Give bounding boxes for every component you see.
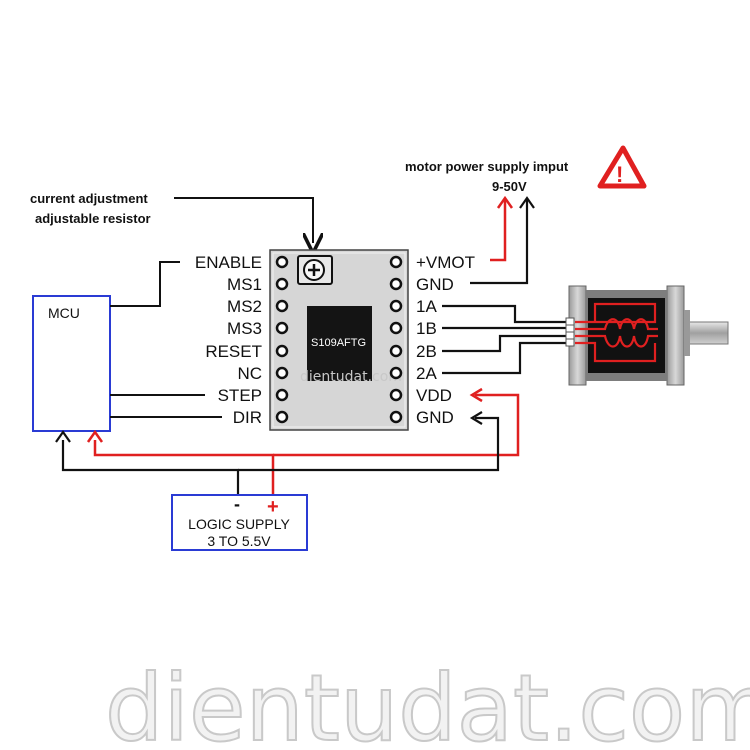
pin-label-ms3: MS3 (227, 319, 262, 338)
logic-supply-title: LOGIC SUPPLY (188, 516, 290, 532)
pin-label-nc: NC (237, 364, 262, 383)
mcu-box (32, 295, 111, 432)
mcu-label: MCU (48, 305, 80, 321)
vmot-wire (490, 200, 507, 262)
pin-label-reset: RESET (205, 342, 262, 361)
mcu-gnd-arrow (55, 430, 71, 443)
pin-pad-1b (389, 321, 403, 335)
mcu-vcc-arrow (86, 429, 104, 443)
pin-pad-gnd (389, 410, 403, 424)
left-pin-labels: ENABLE MS1 MS2 MS3 RESET NC STEP DIR (195, 253, 262, 427)
watermark-large: dientudat.com (105, 655, 750, 750)
pin-pad-vdd (389, 388, 403, 402)
pin-label-1a: 1A (416, 297, 437, 316)
vdd-wire (273, 393, 520, 457)
pin-pad-2a (389, 366, 403, 380)
left-pin-pads (275, 255, 289, 424)
pin-label-vdd: VDD (416, 386, 452, 405)
stepper-motor (565, 285, 729, 386)
pin-pad-dir (275, 410, 289, 424)
warning-icon: ! (597, 145, 647, 189)
right-pin-labels: +VMOT GND 1A 1B 2B 2A VDD GND (416, 253, 475, 427)
pin-pad-nc (275, 366, 289, 380)
chip-label: S109AFTG (311, 337, 366, 349)
pin-pad-enable (275, 255, 289, 269)
pin-label-vmot: +VMOT (416, 253, 475, 272)
logic-gnd-arrow (469, 411, 483, 425)
pin-pad-ms2 (275, 299, 289, 313)
current-adjust-label: current adjustment (30, 191, 148, 206)
driver-chip (307, 306, 372, 381)
motor-phase-wires (442, 304, 573, 375)
warning-symbol: ! (616, 162, 623, 187)
pin-label-ms2: MS2 (227, 297, 262, 316)
vdd-arrow (469, 387, 483, 403)
current-adjust-wire (174, 197, 313, 243)
logic-positive-wire (93, 440, 275, 495)
right-pin-pads (389, 255, 403, 424)
motor-supply-label: motor power supply imput (405, 159, 569, 174)
pin-label-2b: 2B (416, 342, 437, 361)
logic-supply-range: 3 TO 5.5V (207, 533, 271, 549)
pin-pad-1a (389, 299, 403, 313)
pin-label-2a: 2A (416, 364, 437, 383)
pin-pad-step (275, 388, 289, 402)
pin-pad-ms1 (275, 277, 289, 291)
pin-label-gnd-logic: GND (416, 408, 454, 427)
driver-board: S109AFTG dientudat.com (269, 249, 409, 431)
enable-wire (110, 261, 180, 307)
pin-label-ms1: MS1 (227, 275, 262, 294)
pin-pad-vmot (389, 255, 403, 269)
motor-gnd-wire (470, 200, 529, 285)
logic-gnd-wire (238, 416, 500, 472)
pin-pad-2b (389, 344, 403, 358)
motor-gnd-arrow (519, 196, 535, 209)
pin-pad-reset (275, 344, 289, 358)
watermark-small: dientudat.com (300, 369, 402, 385)
pin-label-1b: 1B (416, 319, 437, 338)
vmot-arrow (496, 195, 514, 209)
pin-pad-gnd (389, 277, 403, 291)
potentiometer-icon[interactable] (297, 255, 333, 285)
pin-label-dir: DIR (233, 408, 262, 427)
pin-label-gnd-motor: GND (416, 275, 454, 294)
logic-plus-sign: + (267, 496, 279, 518)
adjustable-resistor-label: adjustable resistor (35, 211, 151, 226)
voltage-range-label: 9-50V (492, 179, 527, 194)
logic-minus-sign: - (234, 494, 240, 514)
logic-negative-wire (61, 440, 240, 495)
pin-label-enable: ENABLE (195, 253, 262, 272)
logic-supply-box (171, 494, 308, 551)
pin-label-step: STEP (218, 386, 262, 405)
pin-pad-ms3 (275, 321, 289, 335)
